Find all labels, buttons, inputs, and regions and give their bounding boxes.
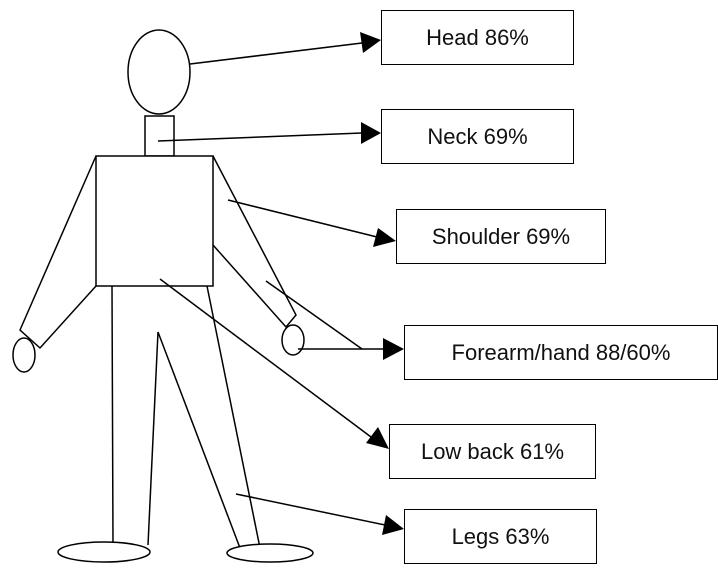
leader-low-back (160, 279, 371, 437)
figure-right-leg-inner (158, 332, 240, 548)
leader-forearm-arm (266, 281, 362, 349)
arrowhead-forearm (383, 338, 404, 360)
figure-neck (145, 116, 174, 156)
arrowhead-low-back (366, 427, 389, 449)
label-legs-text: Legs 63% (452, 524, 550, 550)
figure-left-foot (58, 542, 150, 562)
leader-neck (158, 133, 362, 141)
label-low-back: Low back 61% (389, 424, 596, 479)
label-shoulder-text: Shoulder 69% (432, 224, 570, 250)
label-neck-text: Neck 69% (427, 124, 527, 150)
label-head-text: Head 86% (426, 25, 529, 51)
arrowhead-neck (361, 122, 381, 144)
arrowhead-head (360, 32, 381, 53)
leader-head (190, 43, 362, 64)
figure-left-arm (20, 156, 96, 348)
figure-torso (96, 156, 213, 286)
figure-right-leg-outer (207, 286, 260, 548)
leader-legs (236, 494, 385, 525)
label-legs: Legs 63% (404, 509, 597, 564)
figure-right-foot (227, 544, 313, 562)
label-forearm-hand-text: Forearm/hand 88/60% (452, 340, 671, 366)
figure-right-hand (282, 325, 304, 355)
figure-left-hand (13, 338, 35, 372)
arrowhead-legs (382, 515, 404, 535)
leader-shoulder (228, 200, 377, 237)
figure-left-leg (112, 286, 113, 545)
label-shoulder: Shoulder 69% (396, 209, 606, 264)
figure-head (128, 30, 190, 114)
label-head: Head 86% (381, 10, 574, 65)
label-neck: Neck 69% (381, 109, 574, 164)
label-low-back-text: Low back 61% (421, 439, 564, 465)
arrowhead-shoulder (373, 228, 396, 247)
figure-right-arm (213, 156, 296, 327)
figure-left-leg-inner (148, 332, 158, 545)
label-forearm-hand: Forearm/hand 88/60% (404, 325, 718, 380)
